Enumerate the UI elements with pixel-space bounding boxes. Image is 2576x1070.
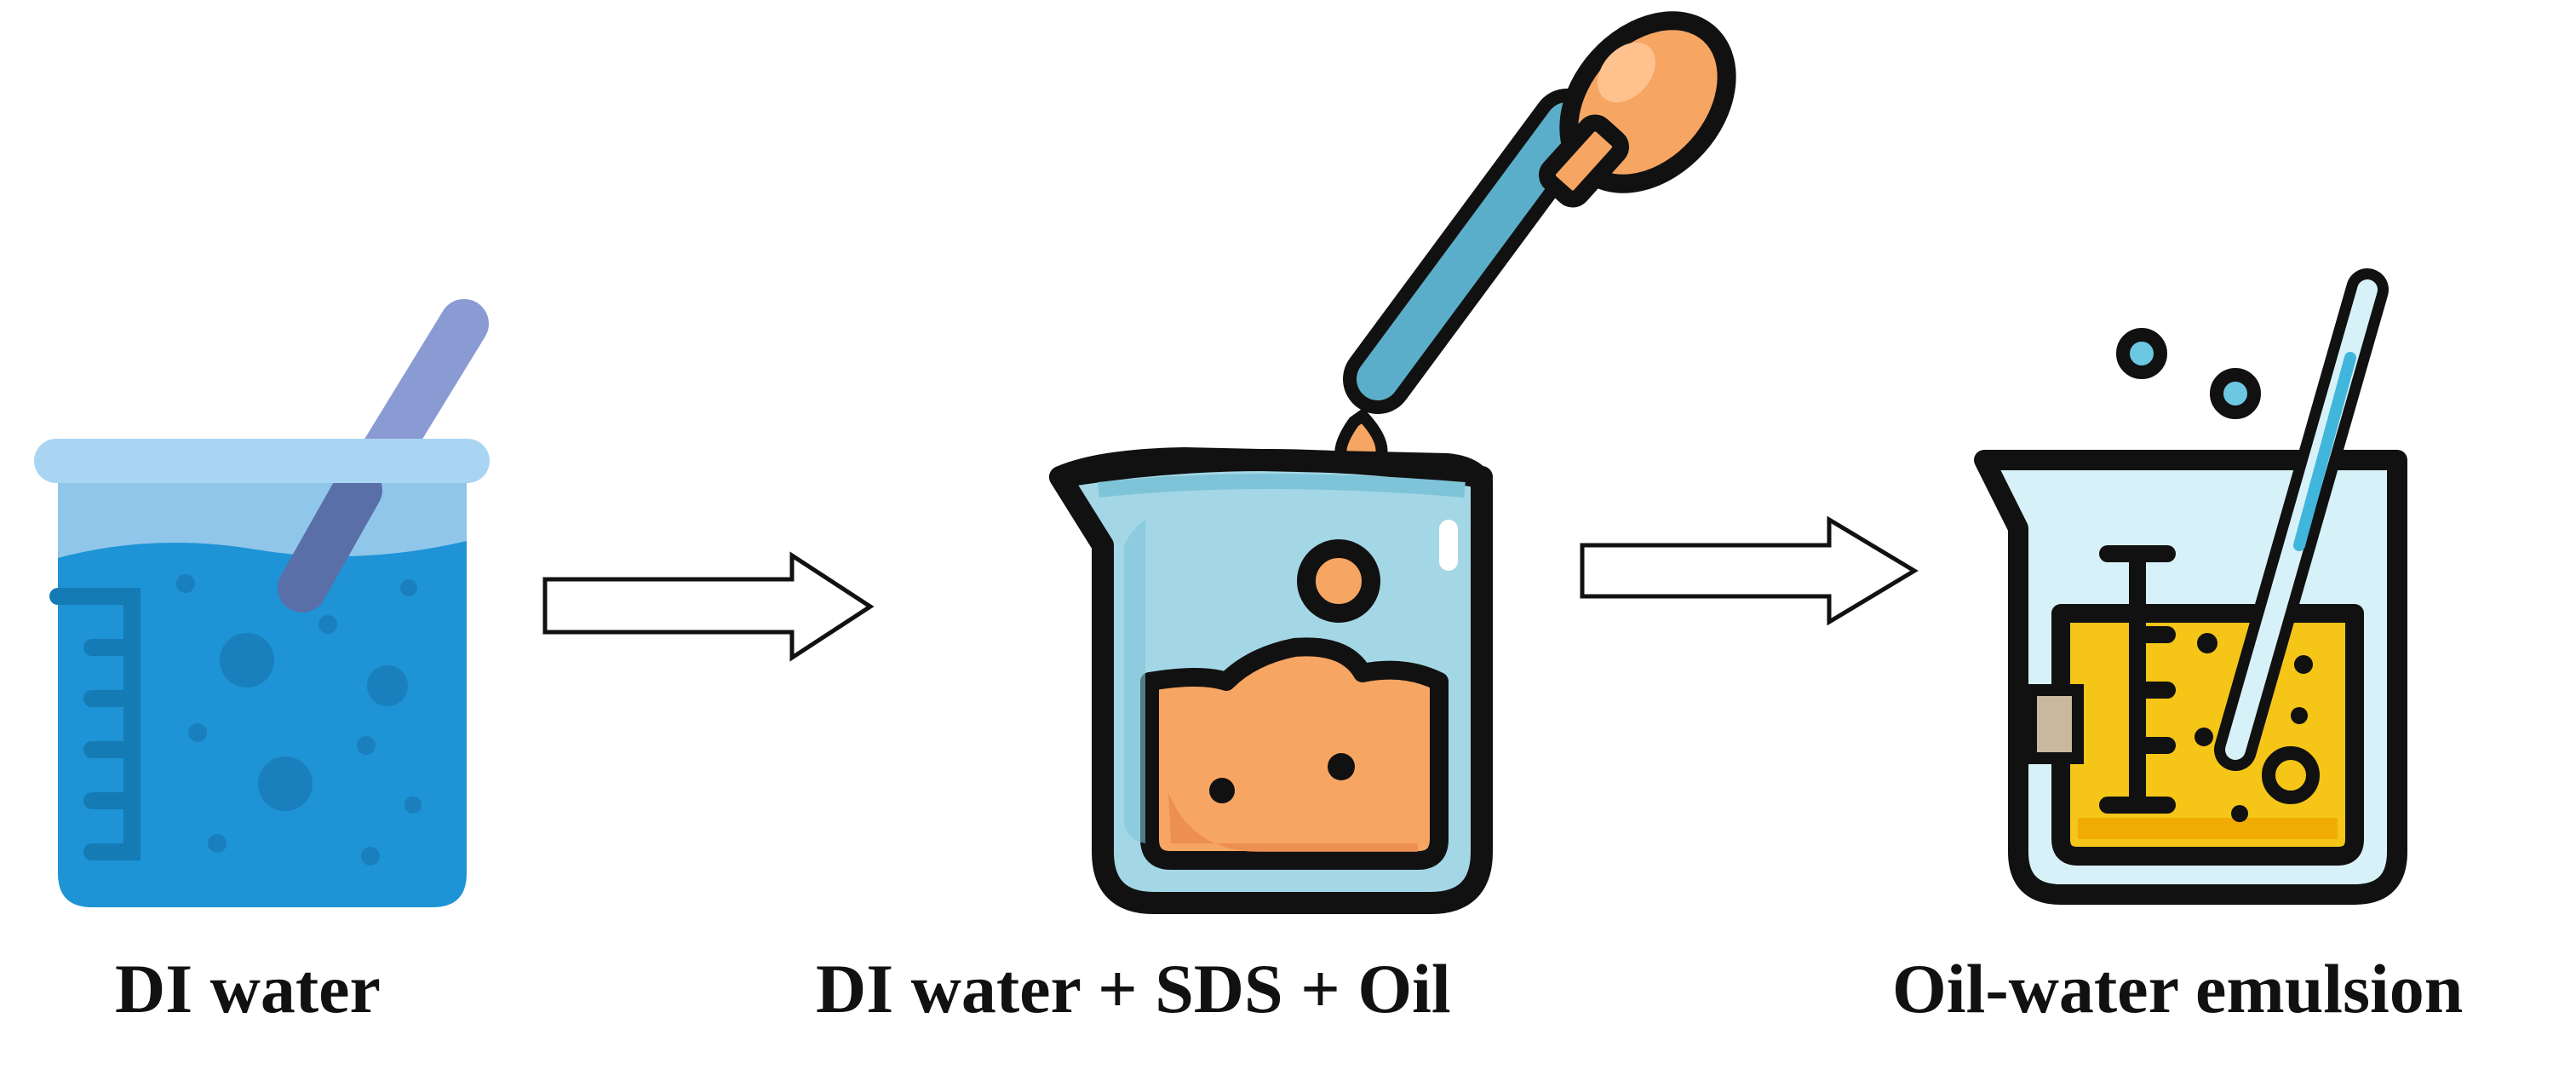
water-bubbles (176, 574, 422, 866)
beaker-rim (34, 439, 490, 483)
emulsion-droplets (2194, 633, 2320, 822)
beaker-with-emulsion-icon (1974, 268, 2407, 905)
graduation-marks (49, 588, 141, 860)
beaker-with-dropper-icon (1049, 11, 1736, 914)
right-arrow-icon (1580, 515, 1919, 626)
graduation-scale (2099, 545, 2176, 814)
beaker-with-stir-rod-icon (34, 299, 490, 907)
step-label-di-water: DI water (115, 950, 381, 1027)
beaker-label-tab (2025, 684, 2084, 764)
stir-rod-submerged (278, 465, 382, 613)
water-body (58, 541, 467, 907)
air-bubble (1297, 539, 1380, 623)
step-label-emulsion: Oil-water emulsion (1892, 950, 2464, 1027)
right-arrow-icon (542, 551, 875, 662)
oil-layer (1140, 637, 1449, 870)
floating-bubble (2116, 328, 2167, 379)
beaker-rim (1049, 449, 1493, 488)
step-label-mixture: DI water + SDS + Oil (816, 950, 1451, 1027)
